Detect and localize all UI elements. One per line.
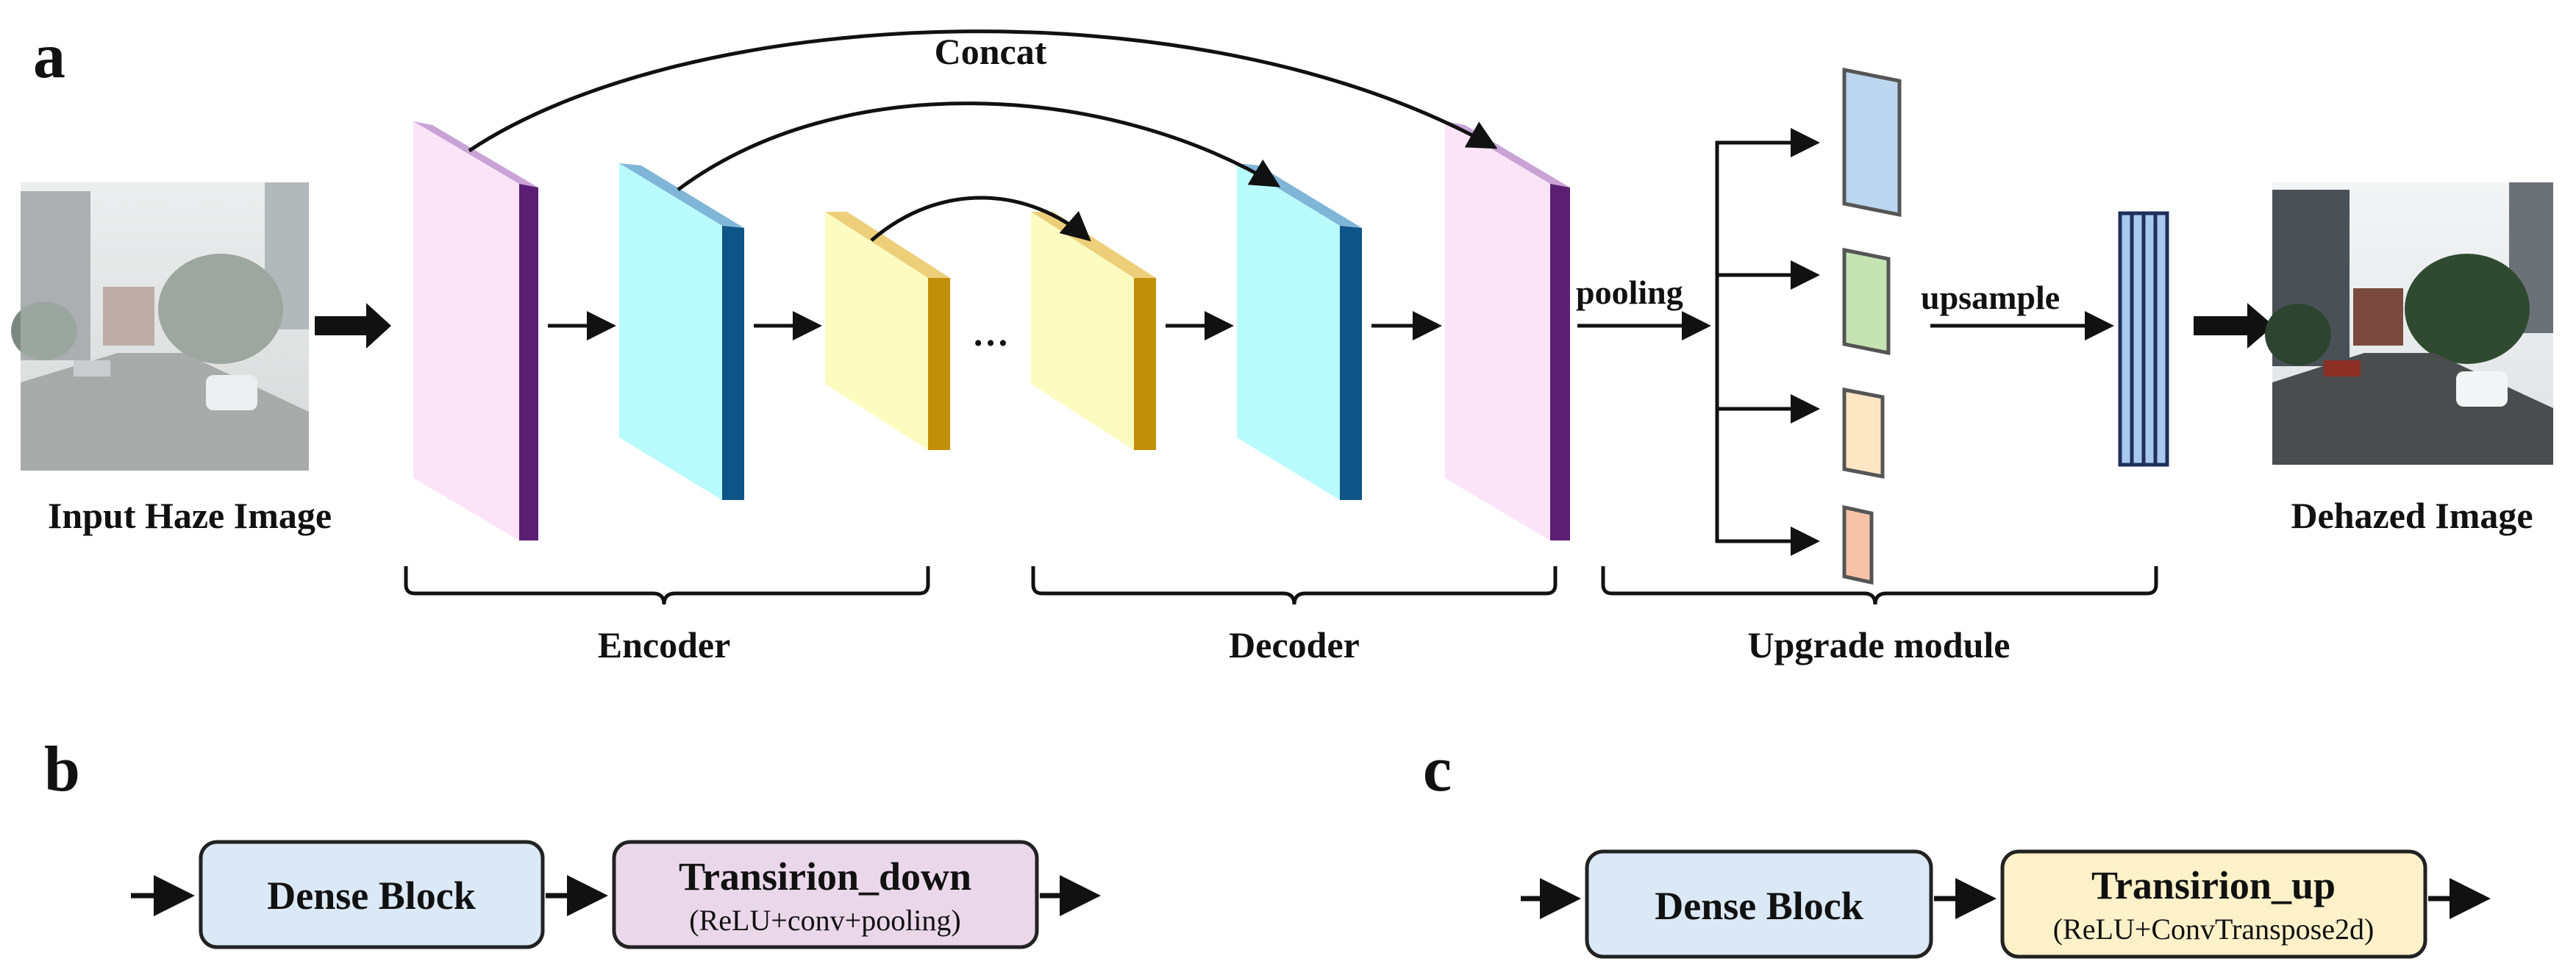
panel-letter-a: a	[33, 21, 65, 92]
panel-c: Dense Block Transirion_up (ReLU+ConvTran…	[1521, 849, 2491, 959]
upsample-label: upsample	[1921, 279, 2060, 316]
pooling-label: pooling	[1576, 274, 1683, 311]
pooled-feature-3	[1842, 387, 1885, 479]
encoder-block-3	[825, 212, 950, 450]
dehazed-image	[2265, 182, 2553, 465]
braces	[404, 566, 2158, 605]
input-image-label: Input Haze Image	[48, 495, 332, 536]
decoder-label: Decoder	[1229, 624, 1360, 665]
dense-block-label-c: Dense Block	[1655, 884, 1863, 928]
skip-connections	[468, 29, 1498, 242]
input-arrow-head	[366, 303, 391, 349]
upgrade-module-label: Upgrade module	[1748, 624, 2011, 665]
transition-down-title: Transirion_down	[679, 854, 971, 899]
encoder-brace	[404, 566, 930, 605]
output-image-label: Dehazed Image	[2291, 495, 2533, 536]
decoder-block-1	[1031, 212, 1156, 450]
decoder-block-2	[1237, 163, 1362, 500]
pooled-feature-2	[1842, 247, 1891, 356]
decoder-brace	[1031, 566, 1558, 605]
panel-letter-b: b	[44, 734, 80, 805]
transition-up-box	[2000, 849, 2427, 959]
transition-up-title: Transirion_up	[2091, 863, 2336, 907]
transition-up-subtitle: (ReLU+ConvTranspose2d)	[2053, 913, 2375, 946]
dense-block-label-b: Dense Block	[267, 874, 476, 918]
transition-down-subtitle: (ReLU+conv+pooling)	[689, 904, 961, 937]
input-haze-image	[11, 182, 309, 471]
upsampled-feature-stack	[2118, 211, 2169, 467]
encoder-label: Encoder	[598, 624, 731, 665]
encoder-block-1	[413, 121, 538, 540]
pooling-branches	[1715, 128, 1820, 556]
panel-letter-c: c	[1423, 734, 1452, 805]
ellipsis-dots: …	[972, 313, 1009, 354]
pooled-feature-1	[1842, 67, 1902, 218]
pooled-feature-4	[1842, 504, 1874, 585]
transition-down-box	[612, 840, 1039, 949]
dense-block-box-c	[1585, 849, 1933, 959]
panel-b: Dense Block Transirion_down (ReLU+conv+p…	[131, 840, 1101, 949]
upgrade-brace	[1601, 566, 2158, 605]
concat-label: Concat	[935, 31, 1047, 72]
encoder-block-2	[619, 163, 744, 500]
dense-block-box-b	[199, 840, 545, 949]
output-arrow-head	[2247, 303, 2274, 349]
decoder-block-3	[1445, 121, 1570, 540]
